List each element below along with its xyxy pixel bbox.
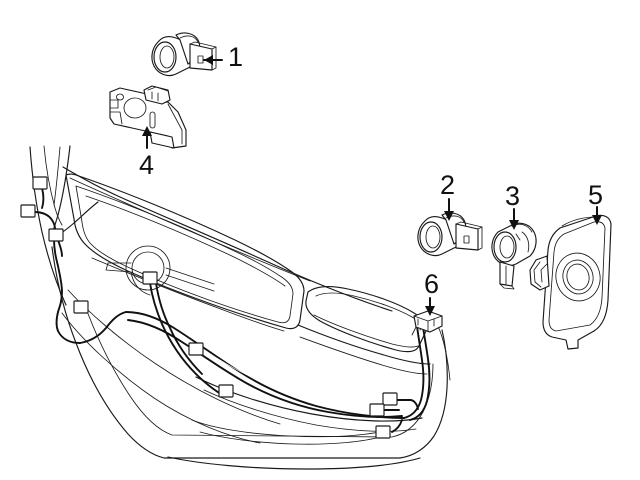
callout-label-5: 5 [588, 180, 604, 210]
callout-label-3: 3 [505, 181, 521, 211]
harness-clip-group [20, 176, 398, 439]
part-5-sensor-retainer-plate[interactable] [529, 214, 612, 350]
part-4-sensor-mounting-bracket[interactable] [109, 85, 187, 149]
callout-arrow-group [142, 55, 602, 316]
callout-arrow-3 [509, 208, 519, 230]
bumper-wiring-harness [33, 187, 451, 433]
callout-arrow-5 [592, 206, 602, 225]
callout-arrow-1 [203, 55, 223, 65]
callout-label-2: 2 [440, 170, 456, 200]
part-1-park-assist-sensor[interactable] [151, 32, 217, 77]
callout-arrow-2 [444, 198, 454, 221]
callout-arrow-6 [425, 297, 435, 316]
callout-arrow-4 [142, 126, 152, 149]
part-6-harness-connector[interactable] [411, 310, 443, 336]
callout-label-6: 6 [424, 269, 440, 299]
part-2-park-assist-sensor[interactable] [417, 212, 483, 257]
part-3-park-assist-sensor[interactable] [491, 222, 537, 290]
callout-label-4: 4 [139, 150, 155, 180]
callout-label-1: 1 [228, 42, 244, 72]
vehicle-front-end-outline [29, 145, 448, 470]
